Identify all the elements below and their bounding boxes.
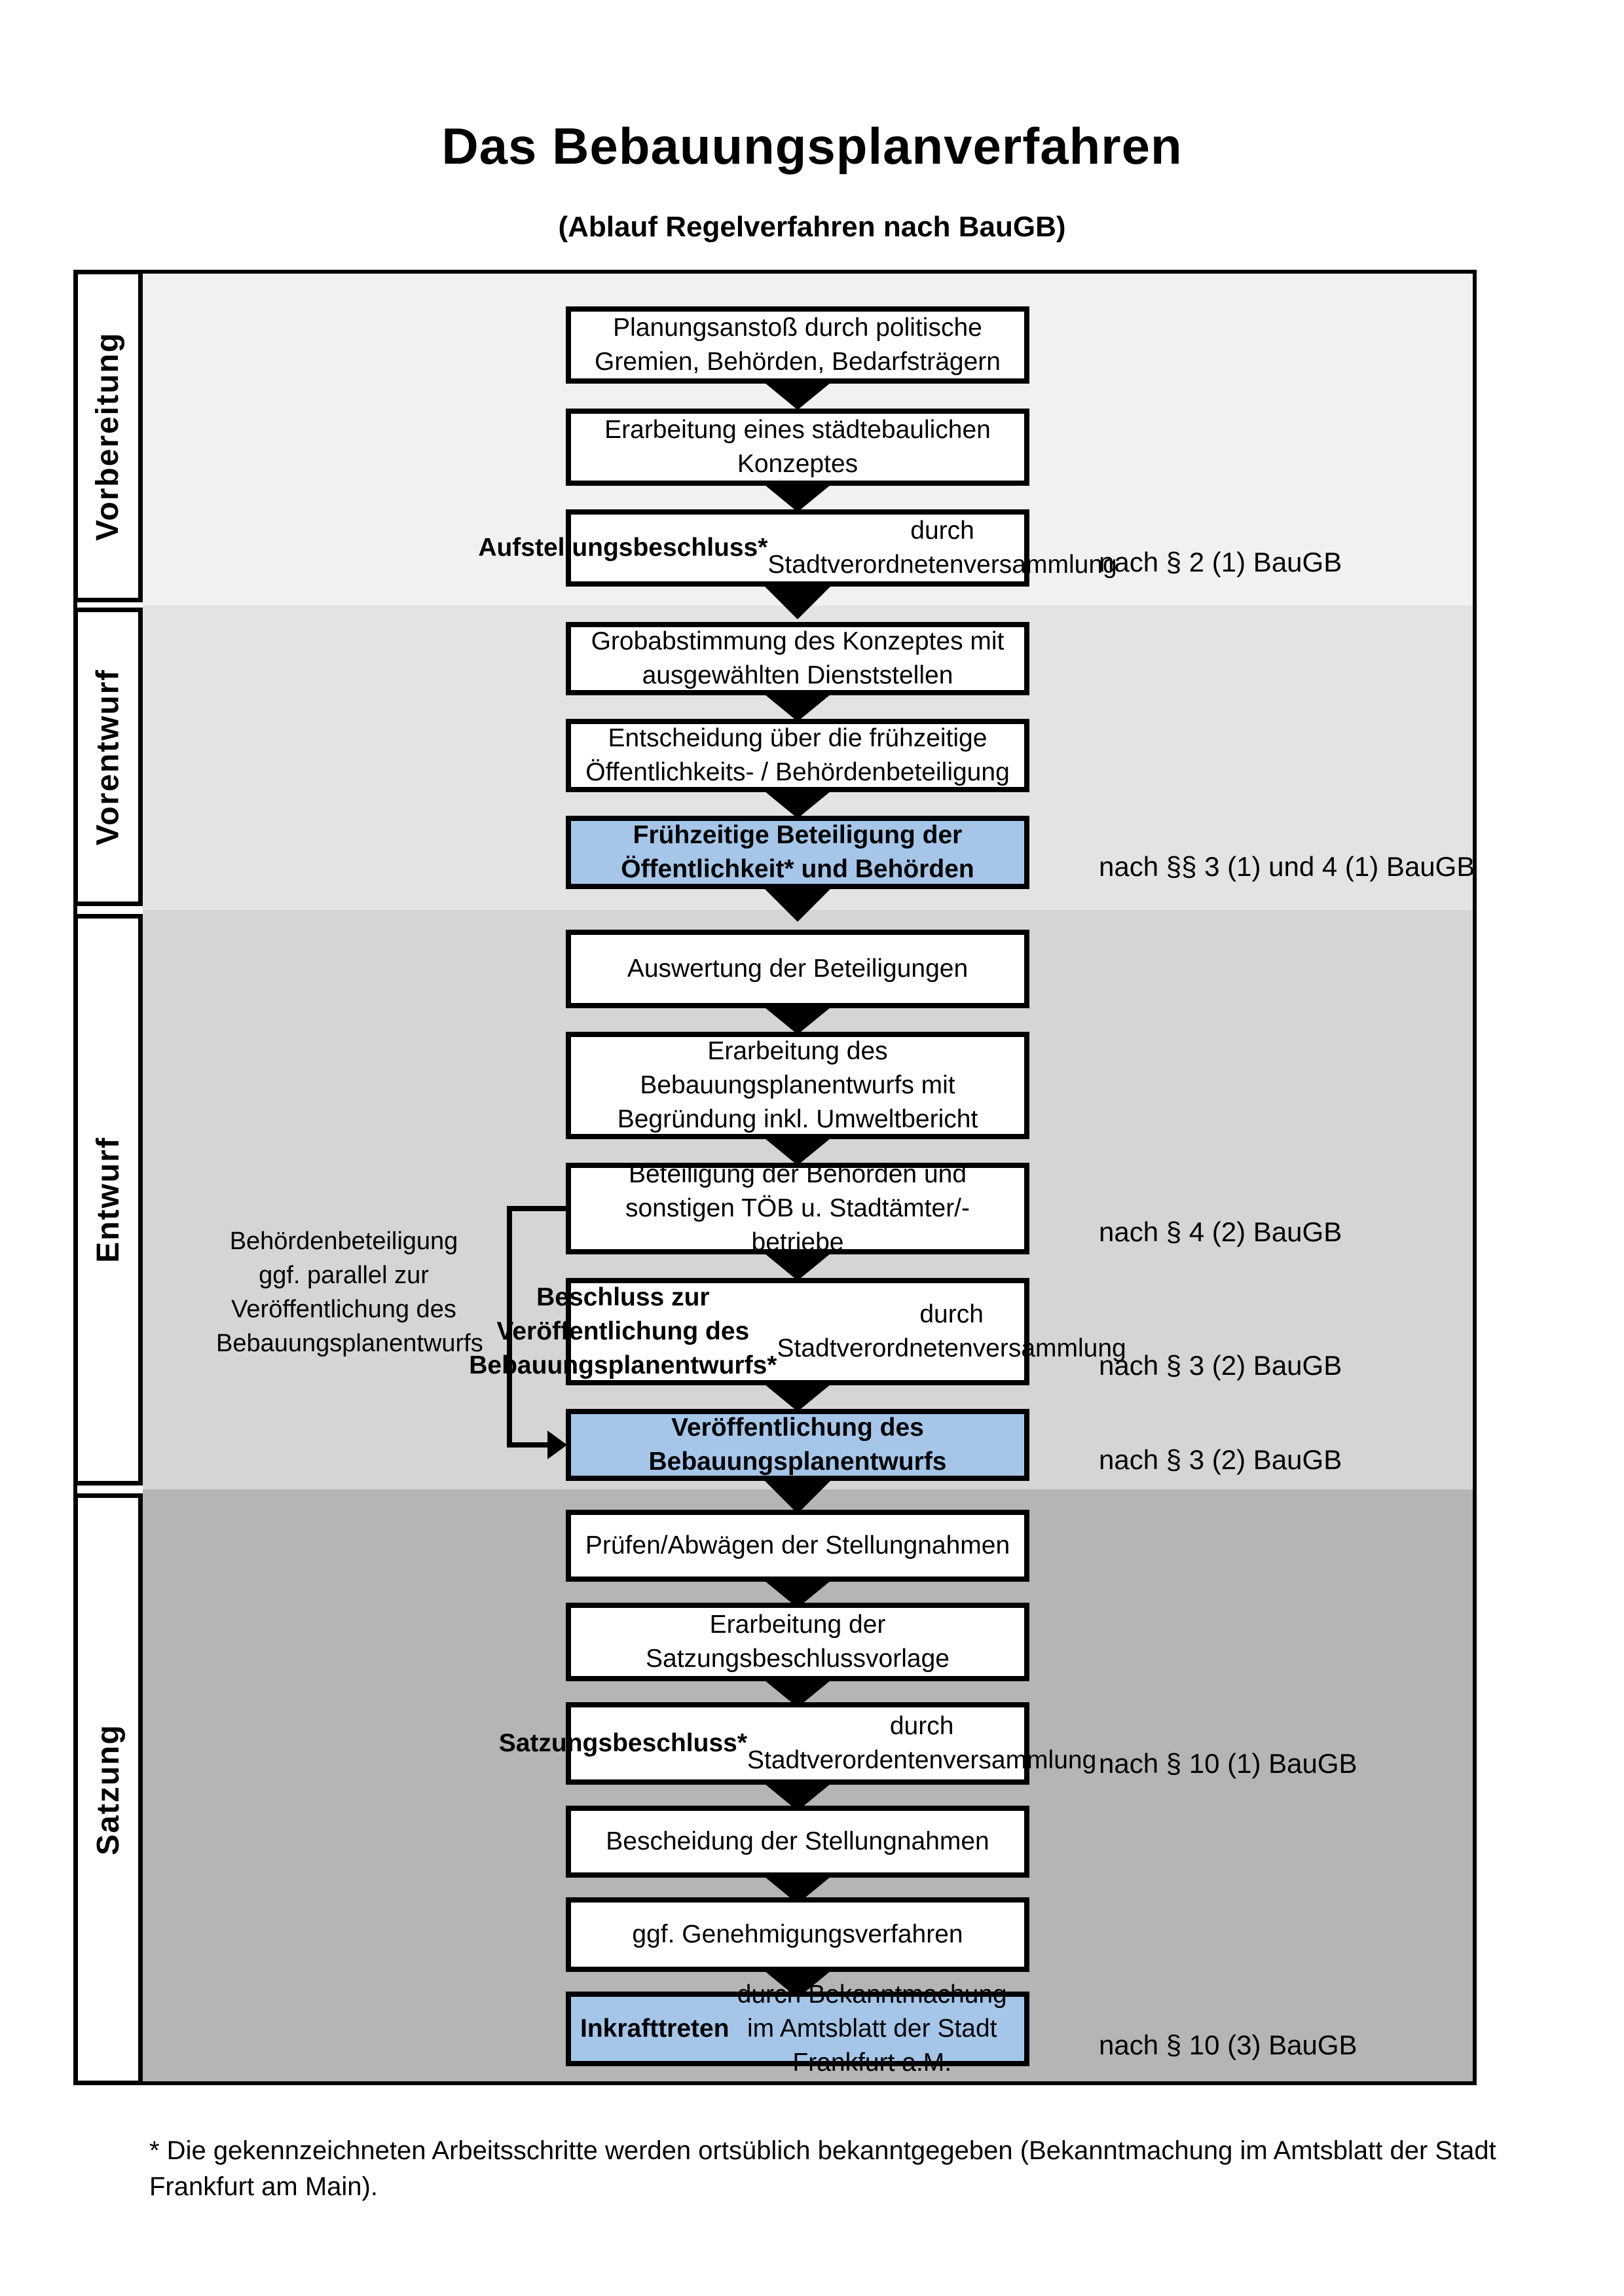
step-text: Bescheidung der Stellungnahmen (606, 1827, 989, 1855)
step-text-bold: Veröffentlichung des Bebauungsplanentwur… (648, 1413, 947, 1476)
page-subtitle: (Ablauf Regelverfahren nach BauGB) (558, 211, 1066, 243)
step-text: ggf. Genehmigungsverfahren (632, 1920, 963, 1948)
step-text: Prüfen/Abwägen der Stellungnahmen (585, 1531, 1010, 1559)
legal-ref-7: nach § 10 (3) BauGB (1099, 2030, 1357, 2060)
arrow-down-icon (761, 885, 834, 922)
legal-ref-3: nach § 4 (2) BauGB (1099, 1216, 1342, 1247)
arrow-down-icon (761, 788, 834, 818)
phase-label-text: Vorbereitung (90, 331, 126, 541)
arrow-down-icon (761, 691, 834, 721)
arrow-down-icon (761, 1135, 834, 1165)
flow-step-veroeffentlichungsbeschluss: Beschluss zur Veröffentlichung des Bebau… (469, 1278, 1126, 1385)
flow-step-konzept-erarbeitung: Erarbeitung eines städtebaulichen Konzep… (566, 409, 1029, 486)
arrow-down-icon (761, 1004, 834, 1034)
legal-ref-5: nach § 3 (2) BauGB (1099, 1444, 1342, 1475)
step-text: Planungsanstoß durch politische Gremien,… (594, 314, 1001, 376)
flow-step-satzungsvorlage: Erarbeitung der Satzungsbeschlussvorlage (566, 1603, 1029, 1681)
flow-step-entwurf-erarbeitung: Erarbeitung des Bebauungsplanentwurfs mi… (566, 1032, 1029, 1139)
flow-step-satzungsbeschluss: Satzungsbeschluss* durch Stadtverordente… (499, 1702, 1096, 1785)
flow-step-planungsanstoss: Planungsanstoß durch politische Gremien,… (566, 306, 1029, 384)
arrow-down-icon (761, 1381, 834, 1412)
step-text: Grobabstimmung des Konzeptes mit ausgewä… (591, 627, 1005, 689)
step-text-bold: Satzungsbeschluss* (498, 1729, 747, 1757)
step-text: Beteiligung der Behörden und sonstigen T… (625, 1160, 970, 1256)
arrow-down-icon (761, 1477, 834, 1514)
phase-label-vorentwurf: Vorentwurf (73, 608, 143, 906)
step-text: durch Bekanntmachung im Amtsblatt der St… (737, 1980, 1007, 2077)
phase-label-vorbereitung: Vorbereitung (73, 270, 143, 602)
arrow-down-icon (761, 380, 834, 410)
flow-step-pruefen-abwaegen: Prüfen/Abwägen der Stellungnahmen (566, 1510, 1029, 1582)
legal-ref-6: nach § 10 (1) BauGB (1099, 1748, 1357, 1779)
arrow-down-icon (761, 1250, 834, 1281)
step-text-bold: Frühzeitige Beteiligung der Öffentlichke… (621, 821, 974, 883)
flow-step-aufstellungsbeschluss: Aufstellungsbeschluss* durch Stadtverord… (478, 509, 1117, 587)
parallel-connector-line (507, 1206, 512, 1448)
arrow-down-icon (761, 482, 834, 512)
flow-step-behoerdenbeteiligung: Beteiligung der Behörden und sonstigen T… (566, 1160, 1029, 1256)
page-title: Das Bebauungsplanverfahren (441, 117, 1183, 175)
parallel-connector-line (507, 1206, 566, 1211)
parallel-connector-line (507, 1442, 549, 1448)
arrow-down-icon (761, 583, 834, 619)
flow-step-fruehzeitige-beteiligung: Frühzeitige Beteiligung der Öffentlichke… (566, 816, 1029, 889)
phase-label-text: Satzung (90, 1723, 126, 1855)
flow-step-inkrafttreten: Inkrafttreten durch Bekanntmachung im Am… (566, 1980, 1029, 2077)
step-text: Auswertung der Beteiligungen (627, 955, 969, 983)
step-text: durch Stadtverordnetenversammlung (767, 517, 1117, 579)
step-text: Entscheidung über die frühzeitige Öffent… (585, 724, 1010, 786)
step-text: Erarbeitung eines städtebaulichen Konzep… (604, 416, 991, 478)
phase-label-satzung: Satzung (73, 1493, 143, 2085)
step-text: Erarbeitung der Satzungsbeschlussvorlage (646, 1611, 950, 1673)
flow-step-bescheidung: Bescheidung der Stellungnahmen (566, 1806, 1029, 1878)
arrow-right-icon (547, 1430, 567, 1459)
step-text: durch Stadtverordnetenversammlung (777, 1300, 1126, 1362)
flow-step-veroeffentlichung: Veröffentlichung des Bebauungsplanentwur… (566, 1409, 1029, 1481)
flow-step-entscheidung-beteiligung: Entscheidung über die frühzeitige Öffent… (566, 719, 1029, 792)
step-text-bold: Beschluss zur Veröffentlichung des Bebau… (469, 1283, 777, 1379)
step-text-bold: Inkrafttreten (580, 2014, 729, 2043)
step-text-bold: Aufstellungsbeschluss* (478, 534, 768, 562)
parallel-process-note: Behördenbeteiligung ggf. parallel zur Ve… (216, 1228, 483, 1357)
step-text: Erarbeitung des Bebauungsplanentwurfs mi… (617, 1037, 978, 1133)
phase-label-text: Entwurf (90, 1137, 126, 1263)
footnote: * Die gekennzeichneten Arbeitsschritte w… (149, 2136, 1496, 2201)
flow-step-grobabstimmung: Grobabstimmung des Konzeptes mit ausgewä… (566, 622, 1029, 695)
phase-label-entwurf: Entwurf (73, 914, 143, 1485)
legal-ref-4: nach § 3 (2) BauGB (1099, 1350, 1342, 1381)
step-text: durch Stadtverordentenversammlung (747, 1712, 1097, 1774)
flow-step-auswertung: Auswertung der Beteiligungen (566, 930, 1029, 1008)
legal-ref-2: nach §§ 3 (1) und 4 (1) BauGB (1099, 851, 1475, 882)
legal-ref-1: nach § 2 (1) BauGB (1099, 547, 1342, 577)
phase-label-text: Vorentwurf (90, 668, 126, 845)
flow-step-genehmigungsverfahren: ggf. Genehmigungsverfahren (566, 1897, 1029, 1972)
